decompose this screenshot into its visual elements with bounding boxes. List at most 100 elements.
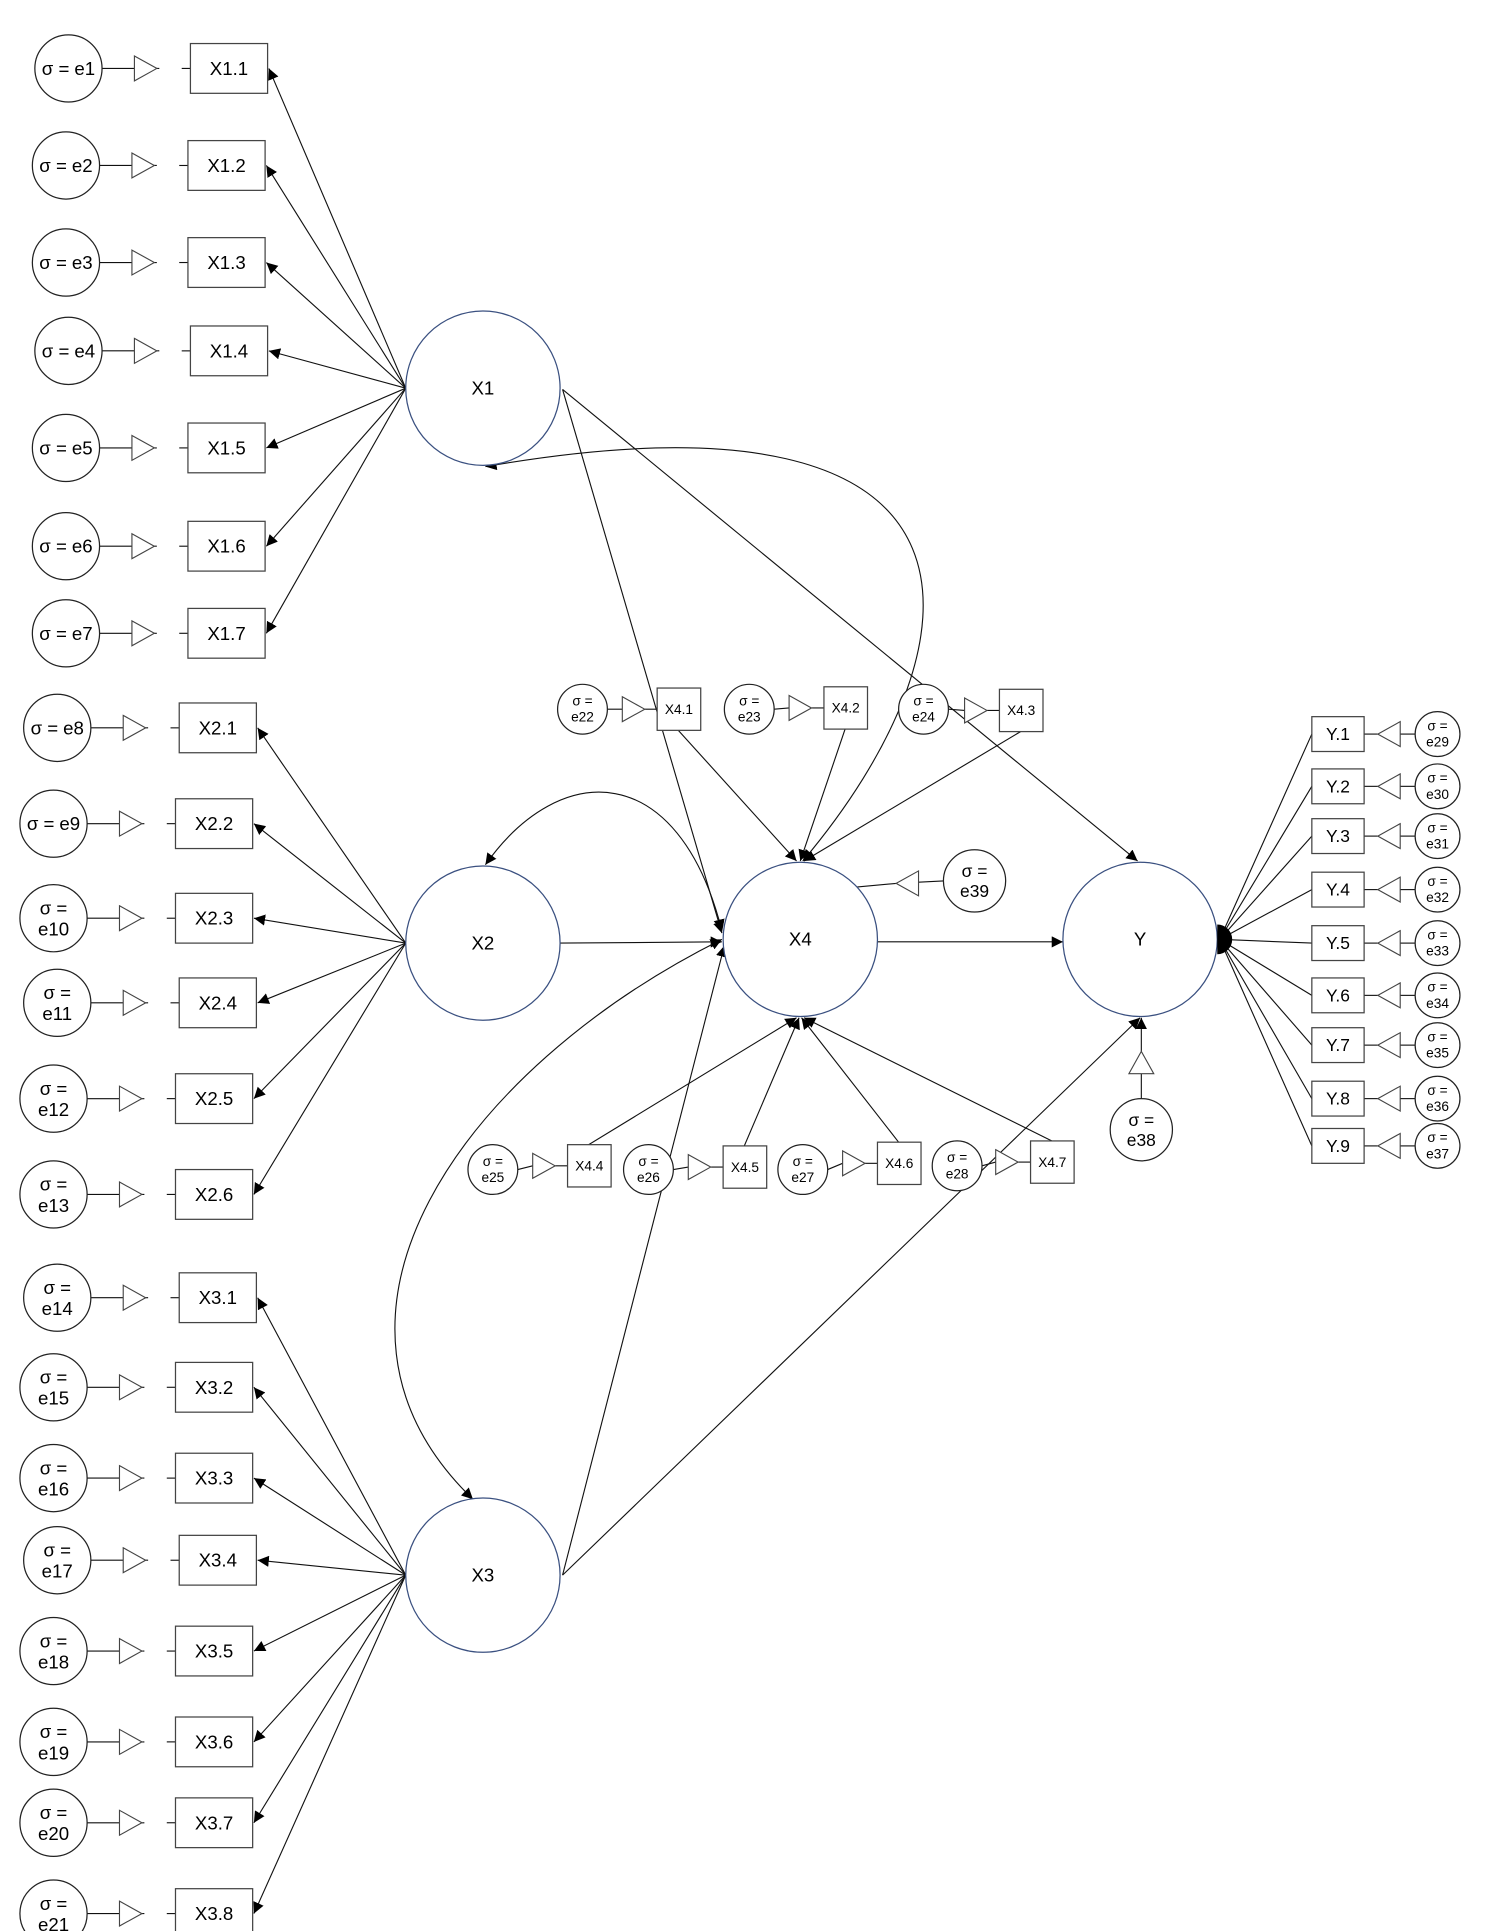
sigma-label: σ =: [39, 155, 67, 176]
error-e10[interactable]: σ =e10: [19, 884, 88, 953]
covariance-x2-x4: [484, 791, 725, 931]
indicator-Y.2[interactable]: Y.2: [1311, 768, 1365, 805]
error-e3[interactable]: σ =e3: [31, 228, 101, 297]
indicator-Y.6[interactable]: Y.6: [1311, 977, 1365, 1014]
indicator-X3.8[interactable]: X3.8: [174, 1888, 254, 1931]
error-e14[interactable]: σ =e14: [23, 1263, 92, 1332]
error-e24[interactable]: σ =e24: [897, 683, 950, 735]
path-x3-x4: [562, 945, 728, 1576]
error-e23[interactable]: σ =e23: [723, 683, 775, 735]
error-e6[interactable]: σ =e6: [31, 511, 101, 581]
latent-X2[interactable]: X2: [405, 865, 561, 1021]
error-name: e16: [38, 1479, 69, 1500]
intercept-triangle: [687, 1153, 712, 1181]
error-e5[interactable]: σ =e5: [31, 413, 101, 483]
indicator-X3.4[interactable]: X3.4: [178, 1534, 258, 1586]
error-e17[interactable]: σ =e17: [23, 1526, 92, 1595]
error-e20[interactable]: σ =e20: [19, 1788, 88, 1857]
indicator-X1.3[interactable]: X1.3: [187, 237, 266, 289]
error-e8[interactable]: σ =e8: [23, 693, 92, 763]
error-label: σ =e2: [39, 155, 92, 176]
indicator-X2.2[interactable]: X2.2: [174, 798, 254, 850]
indicator-X1.7[interactable]: X1.7: [187, 607, 266, 659]
indicator-X1.4[interactable]: X1.4: [189, 325, 269, 377]
indicator-box: [187, 520, 266, 572]
indicator-X3.3[interactable]: X3.3: [174, 1452, 254, 1504]
indicator-X1.1[interactable]: X1.1: [189, 42, 269, 94]
latent-Y[interactable]: Y: [1062, 861, 1218, 1018]
error-e18[interactable]: σ =e18: [19, 1616, 88, 1686]
indicator-X4.2[interactable]: X4.2: [823, 686, 869, 730]
error-e12[interactable]: σ =e12: [19, 1064, 88, 1133]
latent-X3[interactable]: X3: [405, 1497, 561, 1653]
indicator-X3.7[interactable]: X3.7: [174, 1797, 254, 1849]
error-e33[interactable]: σ =e33: [1414, 920, 1461, 967]
indicator-Y.8[interactable]: Y.8: [1311, 1080, 1365, 1117]
indicator-X3.5[interactable]: X3.5: [174, 1625, 254, 1677]
indicator-X1.6[interactable]: X1.6: [187, 520, 266, 572]
latent-circle: [405, 865, 561, 1021]
error-e2[interactable]: σ =e2: [31, 131, 101, 200]
error-e1[interactable]: σ =e1: [34, 34, 103, 103]
indicator-X1.2[interactable]: X1.2: [187, 139, 266, 191]
error-e4[interactable]: σ =e4: [34, 316, 103, 386]
error-circle: [23, 1526, 92, 1595]
error-e35[interactable]: σ =e35: [1414, 1022, 1461, 1069]
indicator-X3.2[interactable]: X3.2: [174, 1361, 254, 1413]
error-e15[interactable]: σ =e15: [19, 1353, 88, 1422]
sigma-label: σ =: [638, 1154, 658, 1169]
indicator-X2.4[interactable]: X2.4: [178, 977, 258, 1029]
indicator-X2.5[interactable]: X2.5: [174, 1073, 254, 1125]
disturbance-e39[interactable]: σ =e39: [942, 849, 1007, 913]
indicator-X4.3[interactable]: X4.3: [998, 688, 1044, 733]
error-e21[interactable]: σ =e21: [19, 1879, 88, 1931]
latent-X1[interactable]: X1: [405, 310, 561, 466]
error-label: σ =e3: [39, 252, 92, 273]
indicator-X4.1[interactable]: X4.1: [656, 687, 702, 731]
error-name: e37: [1426, 1146, 1449, 1161]
error-e27[interactable]: σ =e27: [777, 1144, 829, 1196]
indicator-label: X4.1: [665, 702, 693, 717]
intercept-triangle: [131, 434, 156, 462]
indicator-Y.1[interactable]: Y.1: [1311, 716, 1365, 753]
indicator-X4.7[interactable]: X4.7: [1029, 1140, 1075, 1184]
indicator-X4.5[interactable]: X4.5: [722, 1145, 768, 1189]
error-e26[interactable]: σ =e26: [622, 1144, 674, 1196]
error-e28[interactable]: σ =e28: [931, 1140, 983, 1192]
indicator-X3.1[interactable]: X3.1: [178, 1272, 258, 1324]
indicator-X2.6[interactable]: X2.6: [174, 1168, 254, 1220]
indicator-Y.3[interactable]: Y.3: [1311, 818, 1365, 855]
indicator-Y.4[interactable]: Y.4: [1311, 871, 1365, 908]
indicator-Y.7[interactable]: Y.7: [1311, 1027, 1365, 1064]
indicator-X3.6[interactable]: X3.6: [174, 1716, 254, 1768]
sigma-label: σ =: [27, 813, 55, 834]
error-e29[interactable]: σ =e29: [1414, 711, 1461, 758]
indicator-X4.4[interactable]: X4.4: [566, 1144, 612, 1188]
error-e37[interactable]: σ =e37: [1414, 1122, 1461, 1169]
latent-X4[interactable]: X4: [722, 861, 879, 1018]
indicator-X2.3[interactable]: X2.3: [174, 892, 254, 944]
indicator-label: X4.3: [1007, 703, 1035, 718]
error-e30[interactable]: σ =e30: [1414, 763, 1461, 810]
error-e13[interactable]: σ =e13: [19, 1160, 88, 1229]
sigma-label: σ =: [1427, 1130, 1447, 1145]
indicator-X2.1[interactable]: X2.1: [178, 702, 258, 754]
indicator-box: [1311, 925, 1365, 962]
error-e36[interactable]: σ =e36: [1414, 1075, 1461, 1122]
indicator-X1.5[interactable]: X1.5: [187, 422, 266, 474]
disturbance-e38[interactable]: σ =e38: [1109, 1098, 1174, 1162]
error-e16[interactable]: σ =e16: [19, 1443, 88, 1513]
error-e11[interactable]: σ =e11: [23, 968, 92, 1038]
error-e25[interactable]: σ =e25: [467, 1144, 519, 1196]
error-e9[interactable]: σ =e9: [19, 789, 88, 858]
error-e31[interactable]: σ =e31: [1414, 813, 1461, 860]
error-e22[interactable]: σ =e22: [556, 683, 609, 735]
error-e32[interactable]: σ =e32: [1414, 866, 1461, 913]
indicator-Y.5[interactable]: Y.5: [1311, 925, 1365, 962]
error-e34[interactable]: σ =e34: [1414, 972, 1461, 1019]
indicator-X4.6[interactable]: X4.6: [876, 1141, 922, 1186]
error-name: e24: [912, 710, 935, 725]
error-e19[interactable]: σ =e19: [19, 1707, 88, 1777]
indicator-Y.9[interactable]: Y.9: [1311, 1127, 1365, 1164]
error-e7[interactable]: σ =e7: [31, 599, 101, 668]
